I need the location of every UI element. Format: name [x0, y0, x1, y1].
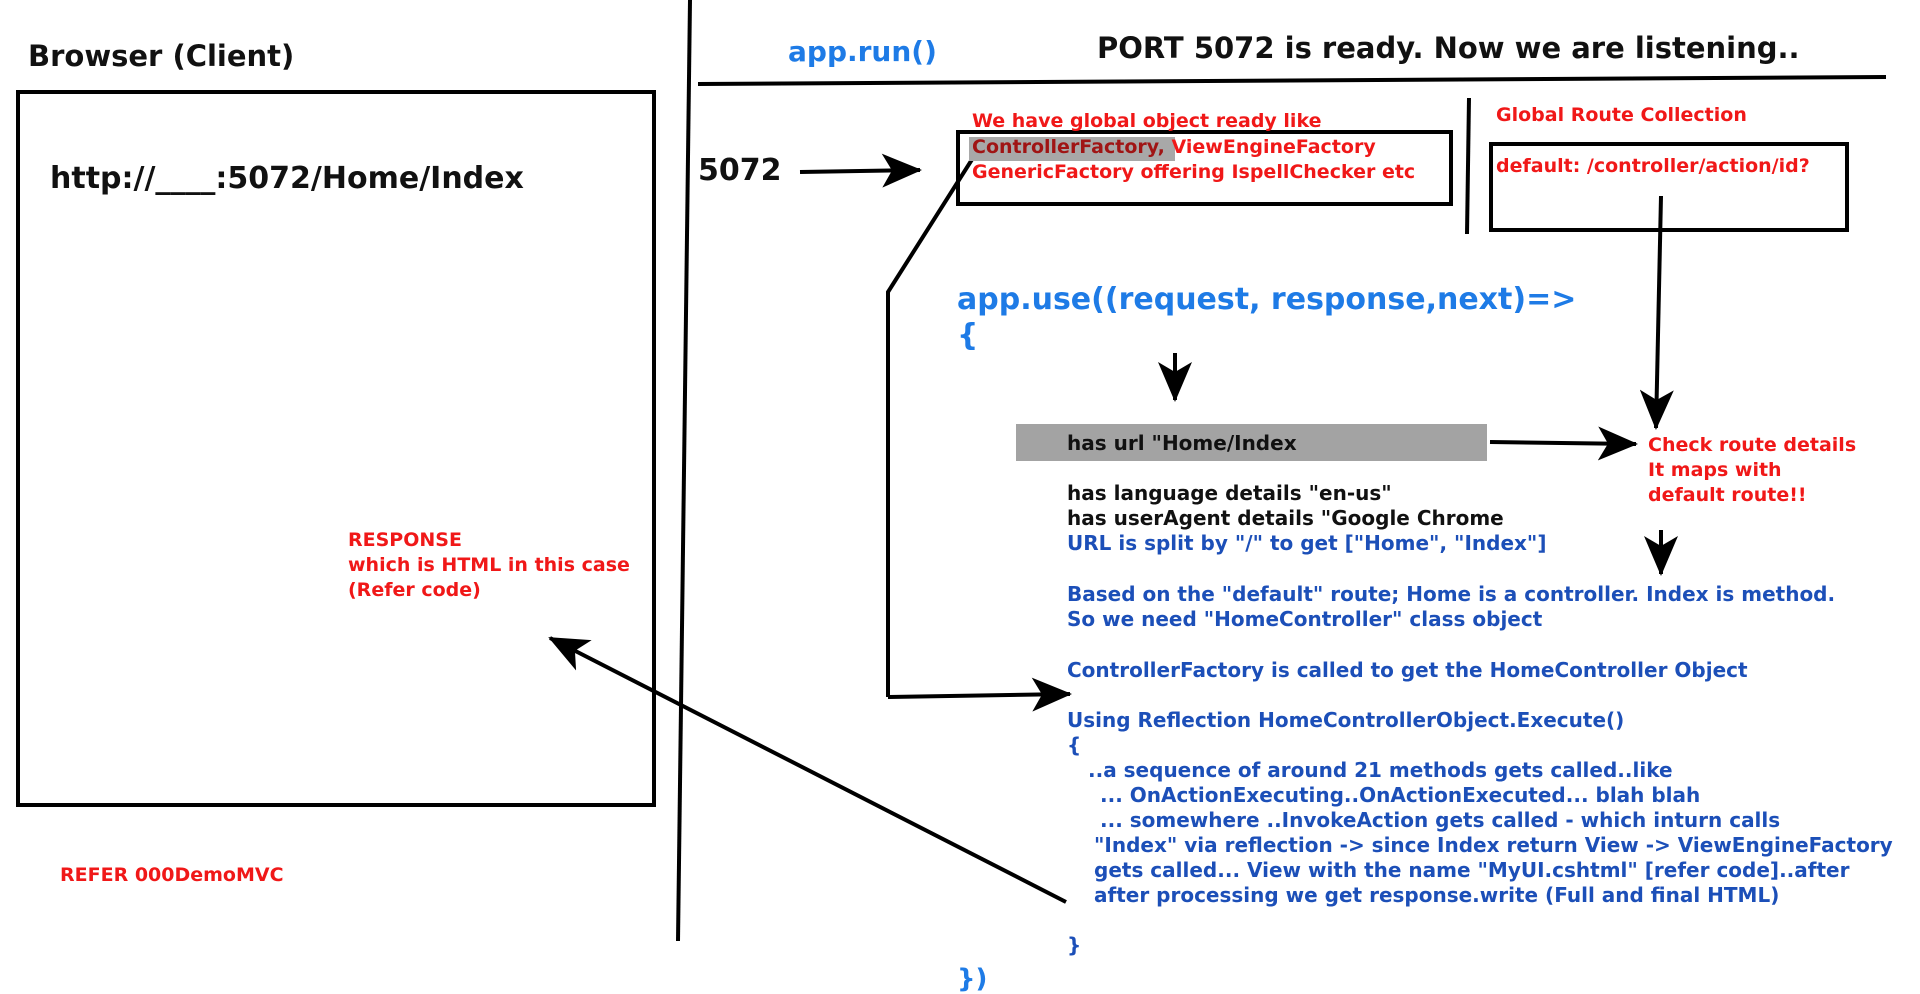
- port-arrow: [799, 153, 922, 188]
- global-object-line3: GenericFactory offering IspellChecker et…: [972, 161, 1416, 183]
- check-route-line1: Check route details: [1648, 434, 1857, 456]
- route-down-arrow: [1639, 195, 1674, 430]
- app-use-label: app.use((request, response,next)=>: [957, 282, 1577, 317]
- app-use-close-brace: }): [957, 964, 988, 994]
- refer-demo: REFER 000DemoMVC: [60, 864, 284, 886]
- request-seq-1: ..a sequence of around 21 methods gets c…: [1088, 758, 1673, 782]
- request-reflection: Using Reflection HomeControllerObject.Ex…: [1067, 708, 1625, 732]
- request-factory: ControllerFactory is called to get the H…: [1067, 658, 1748, 682]
- browser-url: http://____:5072/Home/Index: [50, 161, 524, 196]
- request-url: has url "Home/Index: [1067, 431, 1297, 455]
- request-brace-open: {: [1067, 733, 1082, 757]
- url-highlight-bar: [1016, 424, 1487, 461]
- factory-loop-arrow: [887, 677, 1072, 712]
- port-ready-label: PORT 5072 is ready. Now we are listening…: [1097, 31, 1800, 65]
- request-language: has language details "en-us": [1067, 481, 1392, 505]
- global-object-line2: ControllerFactory, ViewEngineFactory: [972, 138, 1376, 157]
- port-number: 5072: [698, 153, 782, 188]
- check-route-line3: default route!!: [1648, 484, 1807, 506]
- route-default: default: /controller/action/id?: [1496, 155, 1810, 177]
- request-seq-2: ... OnActionExecuting..OnActionExecuted.…: [1100, 783, 1701, 807]
- request-split: URL is split by "/" to get ["Home", "Ind…: [1067, 531, 1547, 555]
- box-separator: [1465, 97, 1471, 235]
- request-based-1: Based on the "default" route; Home is a …: [1067, 582, 1836, 606]
- request-seq-6: after processing we get response.write (…: [1094, 883, 1780, 907]
- global-object-line1: We have global object ready like: [972, 110, 1322, 132]
- route-collection-title: Global Route Collection: [1496, 104, 1747, 126]
- request-seq-5: gets called... View with the name "MyUI.…: [1094, 858, 1850, 882]
- response-arrow: [548, 636, 1067, 904]
- request-brace-close: }: [1067, 933, 1082, 957]
- url-to-route-arrow: [1489, 426, 1638, 461]
- controller-factory-text: ControllerFactory,: [972, 136, 1165, 158]
- check-route-line2: It maps with: [1648, 459, 1782, 481]
- controller-factory-highlight: [969, 137, 1175, 161]
- view-engine-factory-text: ViewEngineFactory: [1164, 136, 1376, 158]
- request-seq-3: ... somewhere ..InvokeAction gets called…: [1100, 808, 1781, 832]
- factory-loop-line: [886, 148, 980, 697]
- response-label: RESPONSE: [348, 529, 462, 551]
- browser-title: Browser (Client): [28, 39, 295, 73]
- request-based-2: So we need "HomeController" class object: [1067, 607, 1543, 631]
- client-server-divider: [676, 0, 692, 942]
- route-collection-box: [1489, 142, 1849, 232]
- response-desc: which is HTML in this case: [348, 554, 630, 576]
- server-header-line: [697, 75, 1887, 86]
- request-user-agent: has userAgent details "Google Chrome: [1067, 506, 1504, 530]
- response-refer: (Refer code): [348, 579, 481, 601]
- request-seq-4: "Index" via reflection -> since Index re…: [1094, 833, 1893, 857]
- app-run-label: app.run(): [788, 35, 937, 68]
- app-use-open-brace: {: [957, 318, 979, 353]
- global-object-box: [956, 130, 1453, 206]
- browser-window-box: [16, 90, 656, 807]
